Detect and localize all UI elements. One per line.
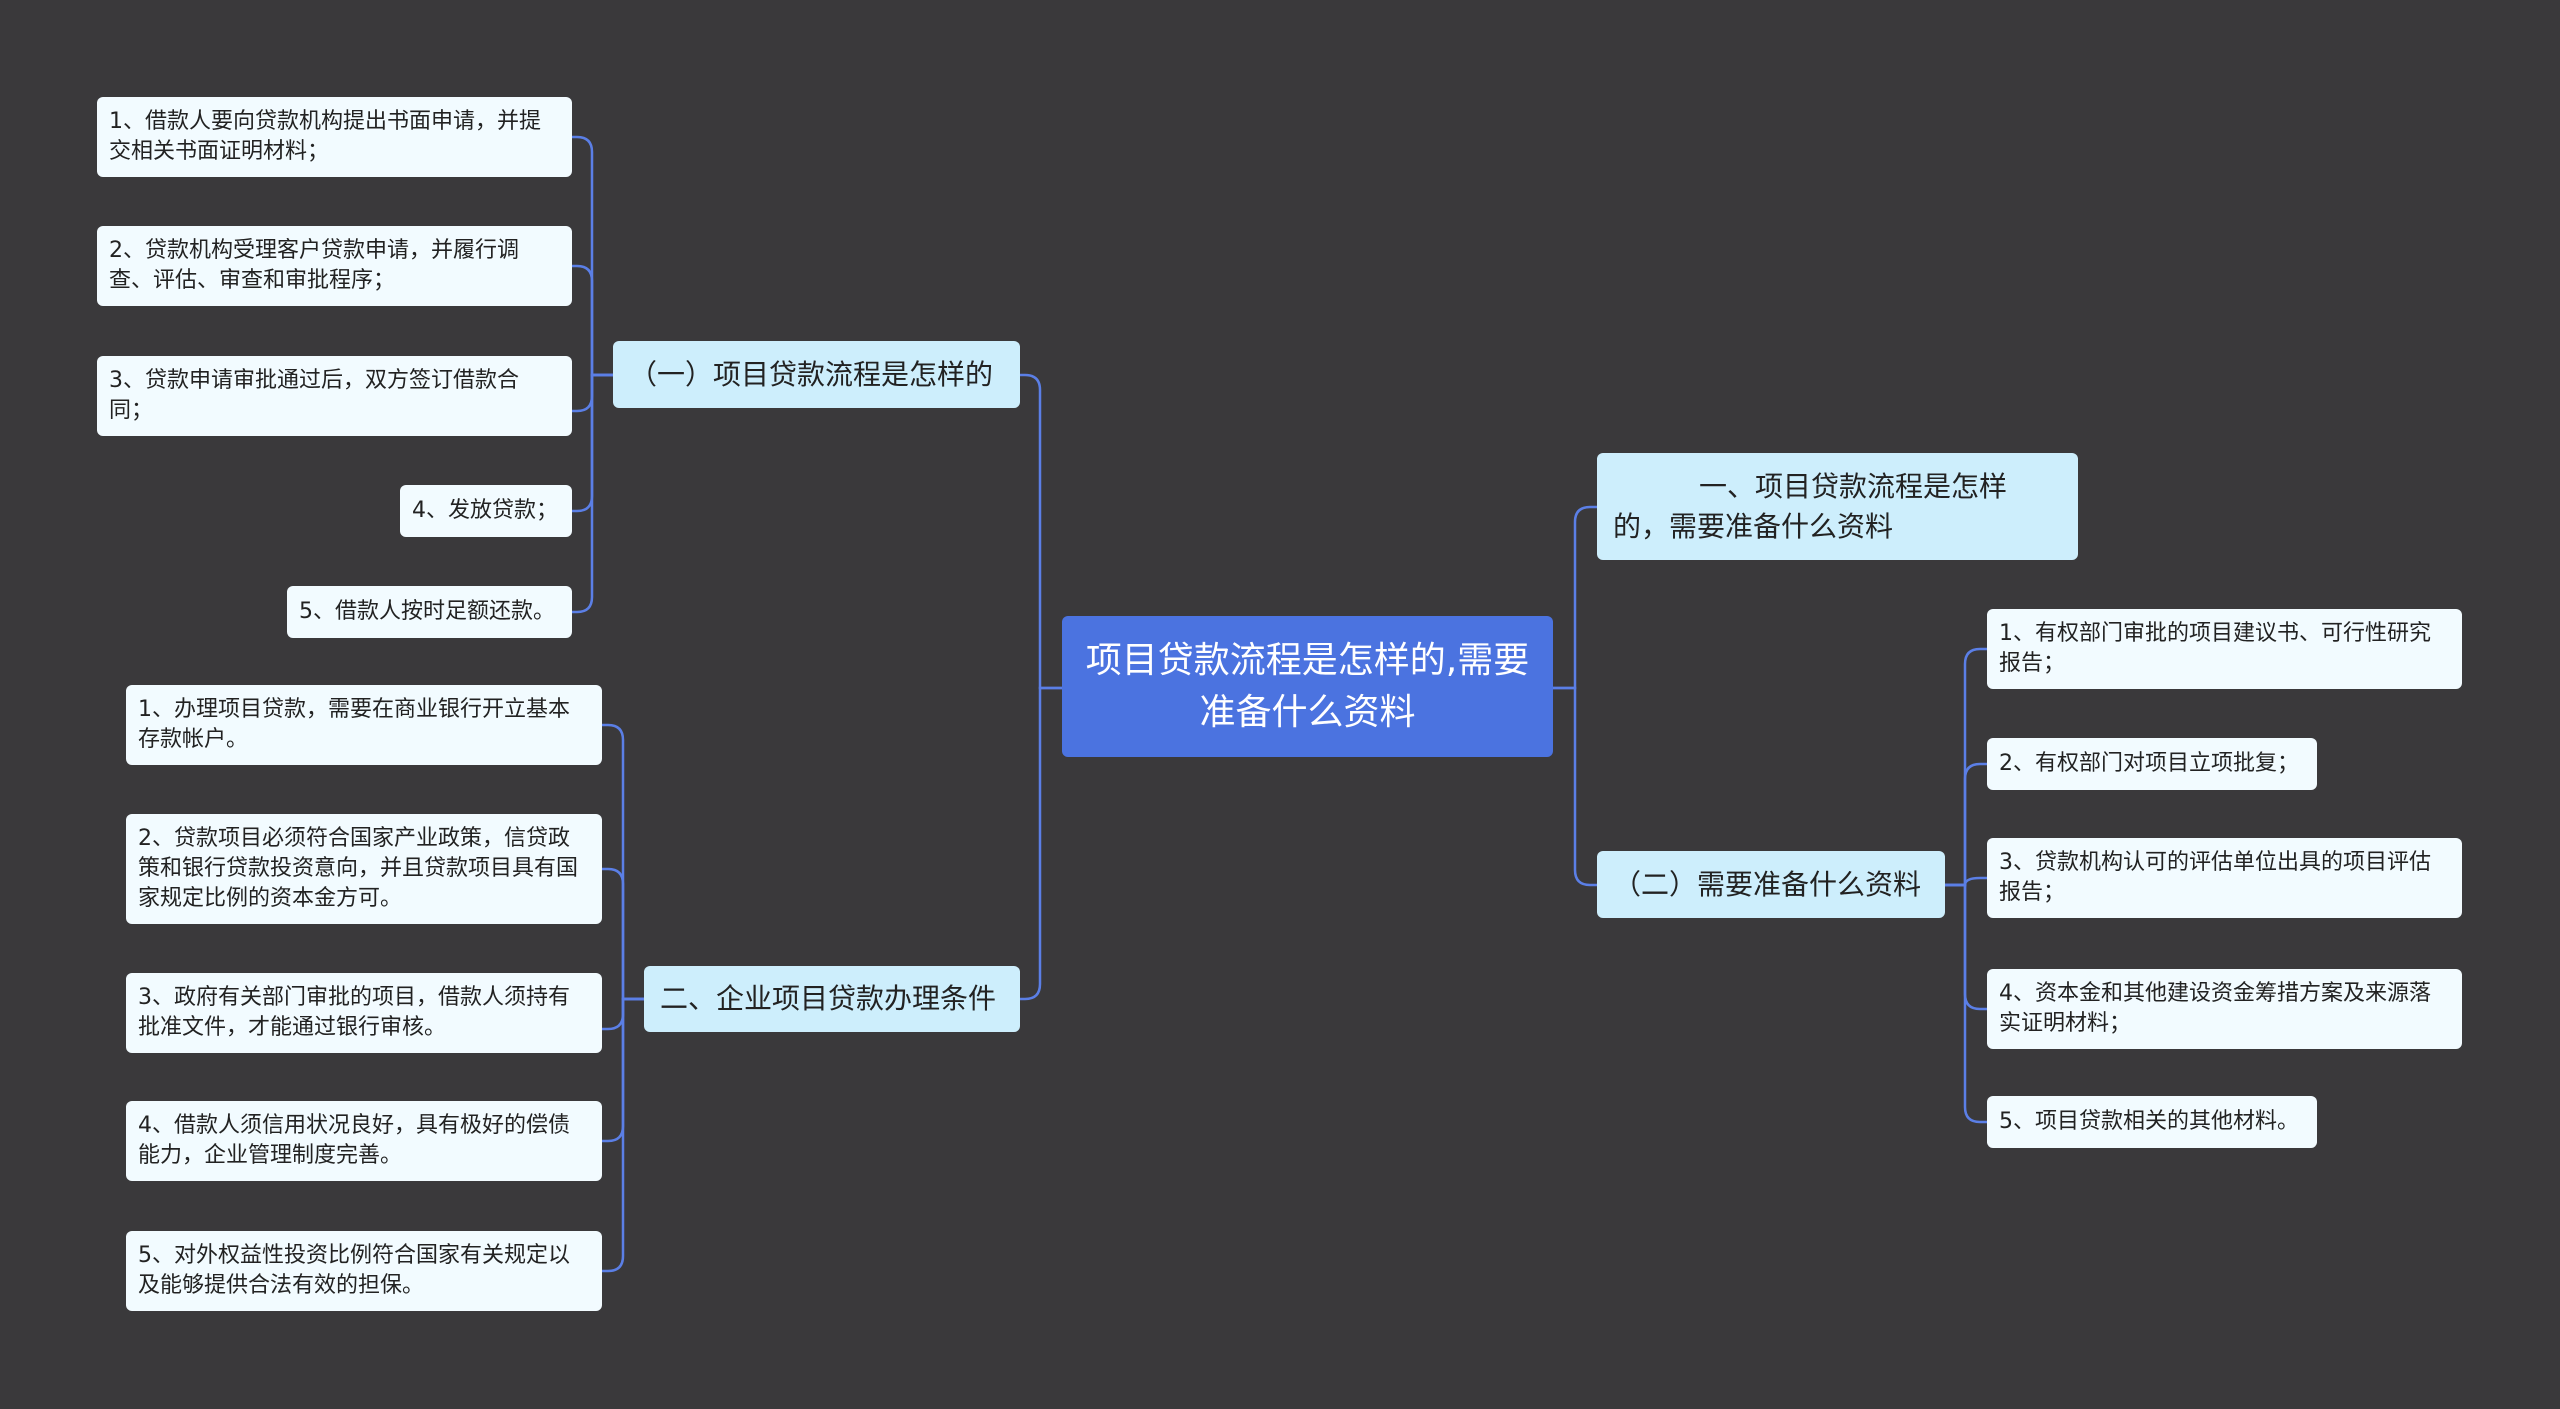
- branch-materials[interactable]: （二）需要准备什么资料: [1597, 851, 1945, 918]
- material-4[interactable]: 4、资本金和其他建设资金筹措方案及来源落实证明材料；: [1987, 969, 2462, 1049]
- connector-conditions-1: [602, 723, 644, 1001]
- condition-3[interactable]: 3、政府有关部门审批的项目，借款人须持有批准文件，才能通过银行审核。: [126, 973, 602, 1053]
- material-1-text: 1、有权部门审批的项目建议书、可行性研究报告；: [1999, 621, 2431, 676]
- branch-conditions-label: 二、企业项目贷款办理条件: [660, 982, 997, 1015]
- material-1[interactable]: 1、有权部门审批的项目建议书、可行性研究报告；: [1987, 609, 2462, 689]
- root-topic-label: 项目贷款流程是怎样的,需要准备什么资料: [1085, 639, 1530, 733]
- branch-materials-label: （二）需要准备什么资料: [1613, 867, 1922, 901]
- condition-5-text: 5、对外权益性投资比例符合国家有关规定以及能够提供合法有效的担保。: [138, 1243, 570, 1298]
- material-3-text: 3、贷款机构认可的评估单位出具的项目评估报告；: [1999, 850, 2431, 905]
- connector-conditions-2: [602, 867, 644, 1001]
- branch-intro-label: 一、项目贷款流程是怎样的，需要准备什么资料: [1613, 469, 2008, 543]
- connector-materials-2: [1945, 762, 1987, 887]
- connector-root-conditions: [1020, 686, 1062, 1001]
- material-4-text: 4、资本金和其他建设资金筹措方案及来源落实证明材料；: [1999, 981, 2431, 1036]
- material-2[interactable]: 2、有权部门对项目立项批复；: [1987, 738, 2317, 790]
- connector-process-2: [572, 264, 613, 377]
- process-step-1[interactable]: 1、借款人要向贷款机构提出书面申请，并提交相关书面证明材料；: [97, 97, 572, 177]
- condition-5[interactable]: 5、对外权益性投资比例符合国家有关规定以及能够提供合法有效的担保。: [126, 1231, 602, 1311]
- connector-root-process: [1020, 373, 1062, 690]
- connector-process-1: [572, 135, 613, 377]
- process-step-4[interactable]: 4、发放贷款；: [400, 485, 572, 537]
- process-step-3[interactable]: 3、贷款申请审批通过后，双方签订借款合同；: [97, 356, 572, 436]
- condition-2-text: 2、贷款项目必须符合国家产业政策，信贷政策和银行贷款投资意向，并且贷款项目具有国…: [138, 826, 579, 911]
- branch-conditions[interactable]: 二、企业项目贷款办理条件: [644, 966, 1020, 1032]
- connector-materials-1: [1945, 647, 1987, 887]
- material-3[interactable]: 3、贷款机构认可的评估单位出具的项目评估报告；: [1987, 838, 2462, 918]
- condition-4-text: 4、借款人须信用状况良好，具有极好的偿债能力，企业管理制度完善。: [138, 1113, 570, 1168]
- condition-2[interactable]: 2、贷款项目必须符合国家产业政策，信贷政策和银行贷款投资意向，并且贷款项目具有国…: [126, 814, 602, 924]
- condition-1-text: 1、办理项目贷款，需要在商业银行开立基本存款帐户。: [138, 697, 570, 752]
- branch-process[interactable]: （一）项目贷款流程是怎样的: [613, 341, 1020, 408]
- connector-conditions-5: [602, 997, 644, 1273]
- process-step-4-text: 4、发放贷款；: [412, 498, 558, 523]
- process-step-5[interactable]: 5、借款人按时足额还款。: [287, 586, 572, 638]
- condition-1[interactable]: 1、办理项目贷款，需要在商业银行开立基本存款帐户。: [126, 685, 602, 765]
- material-2-text: 2、有权部门对项目立项批复；: [1999, 751, 2299, 776]
- branch-process-label: （一）项目贷款流程是怎样的: [629, 357, 994, 391]
- connector-process-5: [572, 373, 613, 614]
- condition-3-text: 3、政府有关部门审批的项目，借款人须持有批准文件，才能通过银行审核。: [138, 985, 570, 1040]
- process-step-2[interactable]: 2、贷款机构受理客户贷款申请，并履行调查、评估、审查和审批程序；: [97, 226, 572, 306]
- branch-intro[interactable]: 一、项目贷款流程是怎样的，需要准备什么资料: [1597, 453, 2078, 560]
- material-5[interactable]: 5、项目贷款相关的其他材料。: [1987, 1096, 2317, 1148]
- process-step-5-text: 5、借款人按时足额还款。: [299, 599, 555, 624]
- material-5-text: 5、项目贷款相关的其他材料。: [1999, 1109, 2299, 1134]
- connector-materials-5: [1945, 883, 1987, 1124]
- condition-4[interactable]: 4、借款人须信用状况良好，具有极好的偿债能力，企业管理制度完善。: [126, 1101, 602, 1181]
- process-step-3-text: 3、贷款申请审批通过后，双方签订借款合同；: [109, 368, 519, 423]
- root-topic[interactable]: 项目贷款流程是怎样的,需要准备什么资料: [1062, 616, 1553, 757]
- process-step-1-text: 1、借款人要向贷款机构提出书面申请，并提交相关书面证明材料；: [109, 109, 541, 164]
- connector-root-intro: [1553, 505, 1597, 690]
- connector-root-materials: [1553, 686, 1597, 887]
- process-step-2-text: 2、贷款机构受理客户贷款申请，并履行调查、评估、审查和审批程序；: [109, 238, 519, 293]
